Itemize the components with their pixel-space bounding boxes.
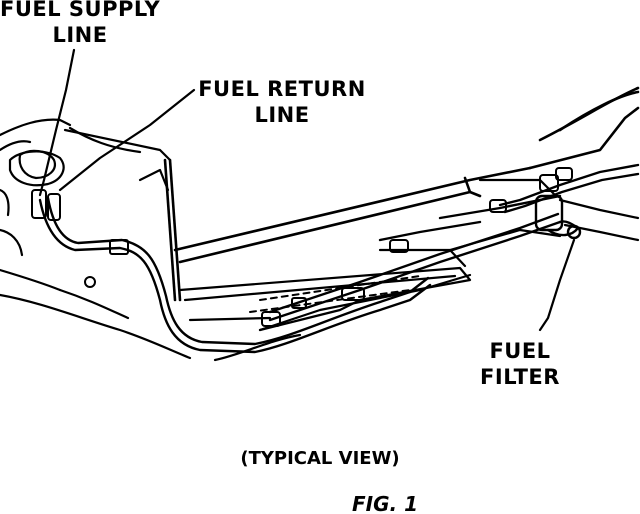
fuel-supply-line-label: FUEL SUPPLY LINE <box>0 0 160 48</box>
fuel-filter-label-line1: FUEL <box>489 339 551 363</box>
fuel-lines <box>38 163 640 354</box>
fuel-return-line-label-line2: LINE <box>254 103 310 127</box>
view-caption: (TYPICAL VIEW) <box>240 448 400 469</box>
fuel-tank-body <box>0 118 192 360</box>
fuel-supply-line-label-line2: LINE <box>52 23 108 47</box>
fuel-return-line-label-line1: FUEL RETURN <box>198 77 366 101</box>
fittings <box>31 167 573 327</box>
fuel-filter-label-line2: FILTER <box>480 365 560 389</box>
figure-number: FIG. 1 <box>352 492 418 514</box>
frame-rail <box>163 86 640 302</box>
fuel-filter-label: FUEL FILTER <box>470 338 570 390</box>
leader-lines <box>38 48 576 332</box>
fuel-filter-part <box>534 194 582 240</box>
fuel-supply-line-label-line1: FUEL SUPPLY <box>0 0 161 21</box>
fuel-return-line-label: FUEL RETURN LINE <box>198 76 366 128</box>
